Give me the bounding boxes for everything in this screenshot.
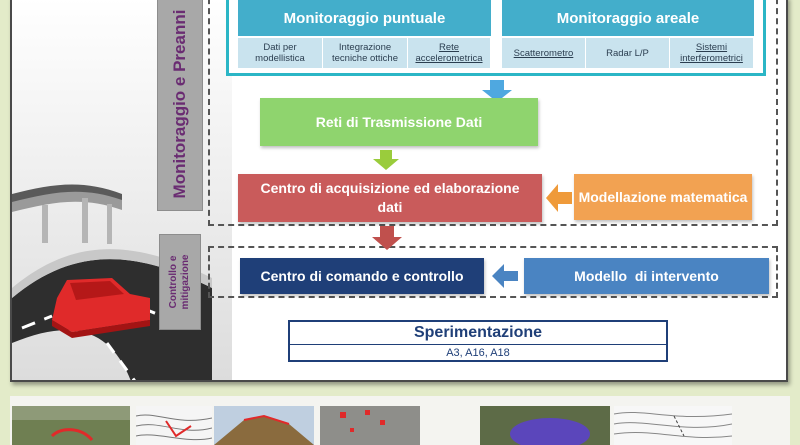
red-car-icon [52,278,150,338]
control-side-label: Controllo e mitigazione [159,234,201,330]
thumbnail-strip [10,396,790,445]
monitoring-side-text: Monitoraggio e Preanni [170,9,189,198]
area-monitoring-item: Sistemi interferometrici [670,38,754,68]
acquisition-center-box: Centro di acquisizione ed elaborazione d… [238,174,542,222]
math-model-box: Modellazione matematica [574,174,752,220]
radar-points-photo-thumbnail [320,406,420,445]
monitoring-side-label: Monitoraggio e Preanni [157,0,203,211]
area-monitoring-item: Scatterometro [502,38,586,68]
area-monitoring-title: Monitoraggio areale [502,0,754,36]
point-monitoring-item: Integrazione tecniche ottiche [323,38,408,68]
command-center-box: Centro di comando e controllo [240,258,484,294]
experimentation-box: Sperimentazione A3, A16, A18 [288,320,668,362]
landslide-overlay-photo-thumbnail [480,406,610,445]
area-monitoring-item-text: Sistemi interferometrici [680,42,743,64]
left-arrow-icon [546,184,572,212]
intervention-model-box: Modello di intervento [524,258,769,294]
down-arrow-icon [372,226,402,250]
left-arrow-icon [492,264,518,288]
down-arrow-icon [373,150,399,170]
down-arrow-icon [482,80,512,102]
point-monitoring-title: Monitoraggio puntuale [238,0,491,36]
monitoring-dashed-group [208,0,778,226]
data-networks-box: Reti di Trasmissione Dati [260,98,538,146]
control-side-text: Controllo e mitigazione [168,254,191,310]
aerial-photo-thumbnail [12,406,130,445]
slope-photo-thumbnail [214,406,314,445]
area-monitoring-item: Radar L/P [586,38,670,68]
area-monitoring-item-text: Scatterometro [513,47,574,59]
point-monitoring-item-text: Rete accelerometrica [415,42,483,64]
contour-map-thumbnail [136,406,212,445]
diagram-frame: Monitoraggio e Preanni Controllo e mitig… [10,0,788,382]
topographic-map-thumbnail [614,406,732,445]
experimentation-sites: A3, A16, A18 [446,347,510,359]
point-monitoring-item: Rete accelerometrica [408,38,491,68]
point-monitoring-item: Dati per modellistica [238,38,323,68]
control-dashed-group [208,246,778,298]
experimentation-title: Sperimentazione [290,322,666,345]
